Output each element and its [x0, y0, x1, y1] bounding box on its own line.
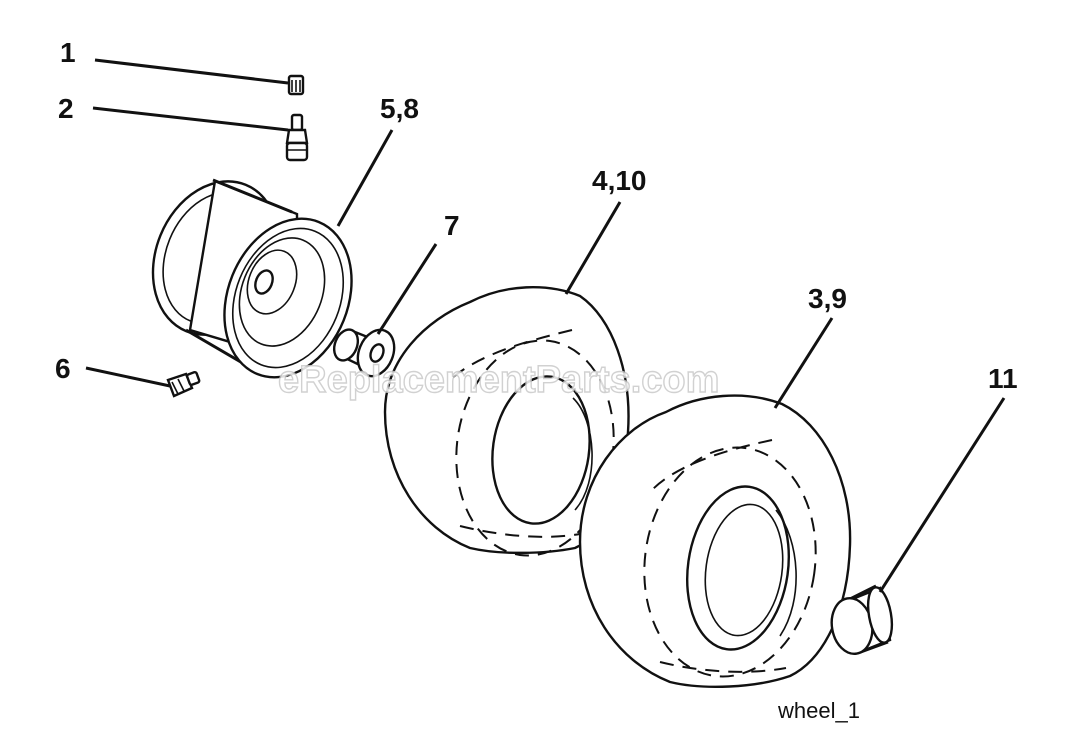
leader-line-7: [376, 243, 438, 335]
rim-part: [151, 178, 353, 379]
cap-part: [830, 584, 894, 655]
callout-label-5-8: 5,8: [380, 93, 419, 124]
leader-line-5-8: [336, 129, 394, 227]
callout-label-7: 7: [444, 210, 460, 241]
tire-front-part: [383, 286, 630, 557]
diagram-caption: wheel_1: [777, 698, 860, 723]
fitting-part: [166, 370, 201, 398]
callout-label-1: 1: [60, 37, 76, 68]
callout-label-6: 6: [55, 353, 71, 384]
valve-cap-part: [287, 74, 305, 96]
watermark-text: eReplacementParts.com: [278, 359, 719, 401]
tire-rear-part: [578, 394, 852, 688]
leader-line-11: [878, 397, 1006, 593]
callout-label-4-10: 4,10: [592, 165, 647, 196]
leader-line-3-9: [773, 317, 834, 409]
leader-line-1: [94, 58, 289, 85]
leader-line-2: [92, 106, 289, 132]
valve-stem-part: [285, 113, 309, 162]
leader-line-6: [85, 366, 171, 388]
callout-label-2: 2: [58, 93, 74, 124]
callout-label-3-9: 3,9: [808, 283, 847, 314]
bushing-part: [332, 328, 396, 378]
callout-label-11: 11: [988, 363, 1018, 394]
leader-line-4-10: [564, 201, 622, 295]
